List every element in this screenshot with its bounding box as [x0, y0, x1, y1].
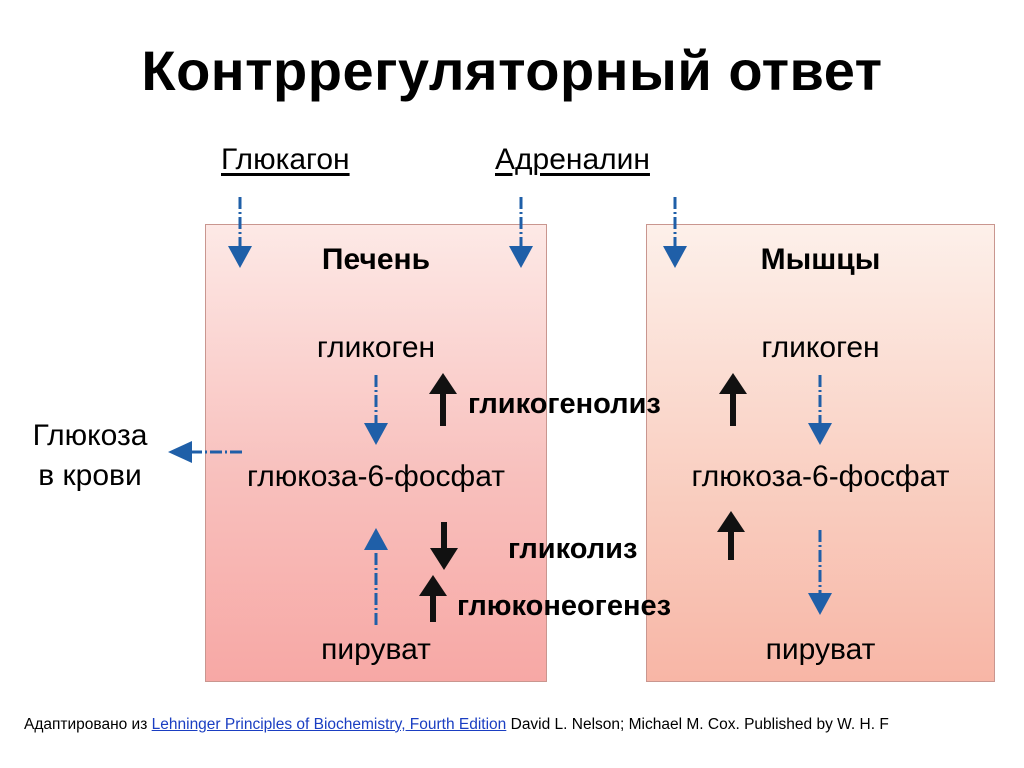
- blood-glucose-label: Глюкоза в крови: [8, 416, 172, 496]
- process-glycolysis: гликолиз: [508, 533, 638, 565]
- muscle-glucose-6-phosphate: глюкоза-6-фосфат: [691, 460, 950, 493]
- page-title: Контррегуляторный ответ: [141, 39, 883, 102]
- hormone-adrenaline: Адреналин: [495, 143, 650, 176]
- blood-glucose-line2: в крови: [38, 459, 142, 492]
- blood-glucose-line1: Глюкоза: [32, 419, 148, 452]
- arrow-liver-gluconeogenesis-up: [419, 575, 447, 622]
- citation-footer: Адаптировано из Lehninger Principles of …: [0, 716, 889, 734]
- citation-prefix: Адаптировано из: [24, 716, 152, 733]
- liver-glycogen: гликоген: [316, 331, 436, 364]
- arrow-liver-glycogenolysis-up: [429, 373, 457, 426]
- muscle-title: Мышцы: [760, 243, 881, 276]
- process-gluconeogenesis: глюконеогенез: [457, 590, 672, 622]
- process-glycogenolysis: гликогенолиз: [468, 388, 661, 420]
- hormone-glucagon: Глюкагон: [221, 143, 350, 176]
- muscle-glycogen: гликоген: [761, 331, 880, 364]
- liver-panel: [205, 224, 547, 682]
- arrow-muscle-glycolysis-up: [717, 511, 745, 560]
- liver-pyruvate: пируват: [321, 633, 431, 666]
- liver-glucose-6-phosphate: глюкоза-6-фосфат: [246, 460, 506, 493]
- liver-title: Печень: [321, 243, 431, 276]
- citation-suffix: David L. Nelson; Michael M. Cox. Publish…: [506, 716, 889, 733]
- muscle-pyruvate: пируват: [765, 633, 876, 666]
- arrow-liver-glycolysis-down: [430, 522, 458, 570]
- arrow-muscle-glycogenolysis-up: [719, 373, 747, 426]
- citation-link[interactable]: Lehninger Principles of Biochemistry, Fo…: [151, 716, 507, 733]
